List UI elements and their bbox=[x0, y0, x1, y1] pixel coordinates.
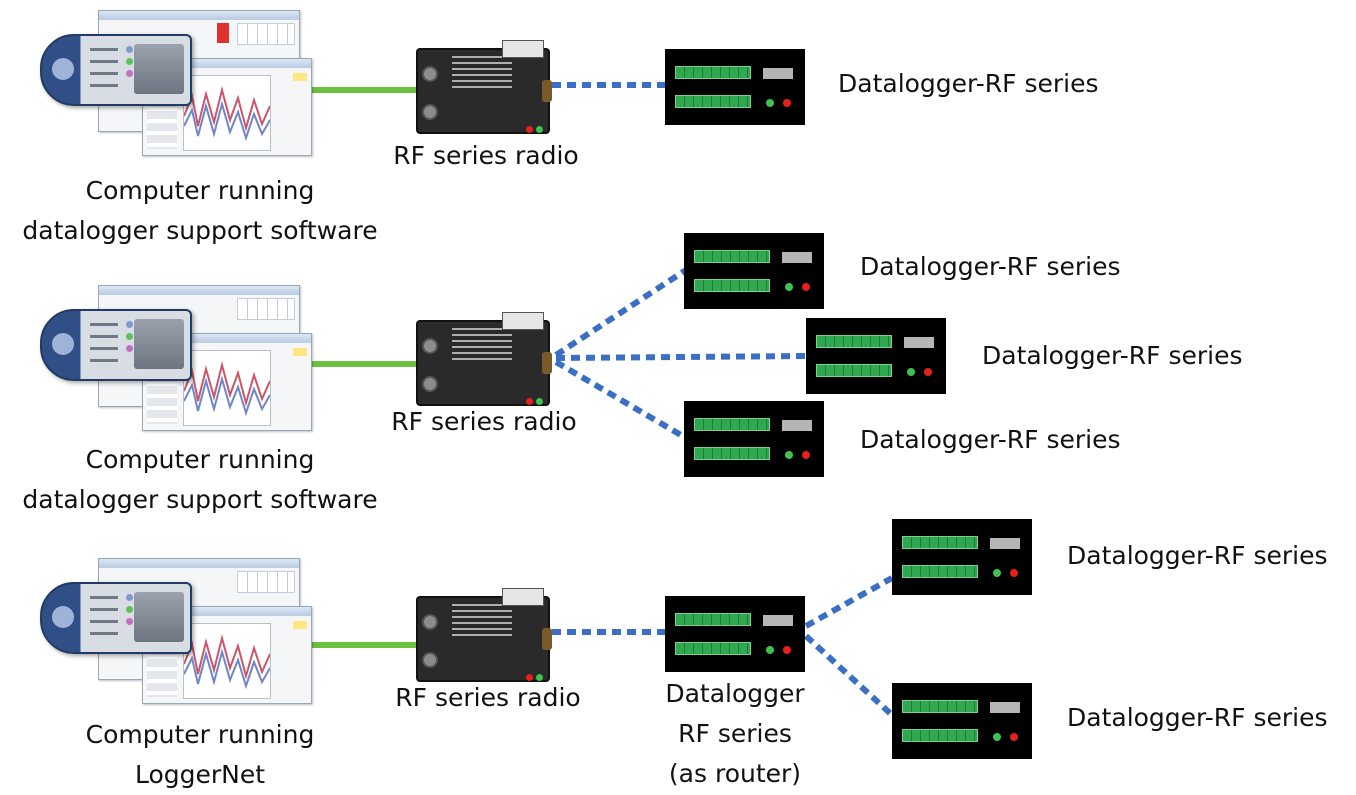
caption-line: RF series bbox=[678, 719, 792, 748]
caption-line: Datalogger bbox=[665, 679, 805, 708]
rf-radio-row3 bbox=[416, 588, 556, 682]
caption-line: (as router) bbox=[668, 759, 802, 788]
software-window-graph bbox=[142, 606, 312, 704]
computer-caption-row3: Computer running LoggerNet bbox=[0, 715, 400, 795]
caption-line: Computer running bbox=[85, 445, 315, 474]
software-window-graph bbox=[142, 58, 312, 156]
rf-radio-row2 bbox=[416, 312, 556, 406]
rf-link-router-bottom bbox=[803, 633, 895, 718]
router-caption: Datalogger RF series (as router) bbox=[615, 674, 855, 794]
logger-label-row2-bottom: Datalogger-RF series bbox=[860, 425, 1121, 454]
logger-label-row2-top: Datalogger-RF series bbox=[860, 252, 1121, 281]
datalogger-row3-top bbox=[892, 519, 1032, 595]
datalogger-row1 bbox=[665, 49, 805, 125]
logger-label-row3-top: Datalogger-RF series bbox=[1067, 541, 1328, 570]
caption-line: LoggerNet bbox=[134, 760, 266, 789]
software-launcher bbox=[40, 582, 192, 654]
datalogger-row3-bottom bbox=[892, 683, 1032, 759]
rf-link-row2-top bbox=[554, 267, 688, 358]
datalogger-row2-top bbox=[684, 233, 824, 309]
computer-caption-row1: Computer running datalogger support soft… bbox=[0, 171, 400, 251]
computer-row3 bbox=[40, 558, 312, 704]
datalogger-row2-mid bbox=[806, 318, 946, 394]
rf-link-router-top bbox=[804, 575, 894, 629]
computer-row2 bbox=[40, 285, 312, 431]
app-logo-icon bbox=[52, 58, 74, 80]
app-logo-icon bbox=[52, 606, 74, 628]
caption-line: Computer running bbox=[85, 176, 315, 205]
datalogger-row2-bottom bbox=[684, 401, 824, 477]
logger-label-row1: Datalogger-RF series bbox=[838, 69, 1099, 98]
software-launcher bbox=[40, 309, 192, 381]
software-launcher bbox=[40, 34, 192, 106]
logger-label-row3-bottom: Datalogger-RF series bbox=[1067, 703, 1328, 732]
rf-radio-row1 bbox=[416, 40, 556, 134]
caption-line: datalogger support software bbox=[22, 216, 378, 245]
computer-row1 bbox=[40, 10, 312, 156]
rf-link-row2-bottom bbox=[554, 359, 688, 441]
radio-caption-row1: RF series radio bbox=[393, 141, 579, 170]
caption-line: datalogger support software bbox=[22, 485, 378, 514]
caption-line: Computer running bbox=[85, 720, 315, 749]
datalogger-router bbox=[665, 596, 805, 672]
radio-caption-row3: RF series radio bbox=[395, 683, 581, 712]
rf-link-row2-mid bbox=[555, 353, 807, 361]
computer-caption-row2: Computer running datalogger support soft… bbox=[0, 440, 400, 520]
app-logo-icon bbox=[52, 333, 74, 355]
logger-label-row2-mid: Datalogger-RF series bbox=[982, 341, 1243, 370]
radio-caption-row2: RF series radio bbox=[391, 407, 577, 436]
